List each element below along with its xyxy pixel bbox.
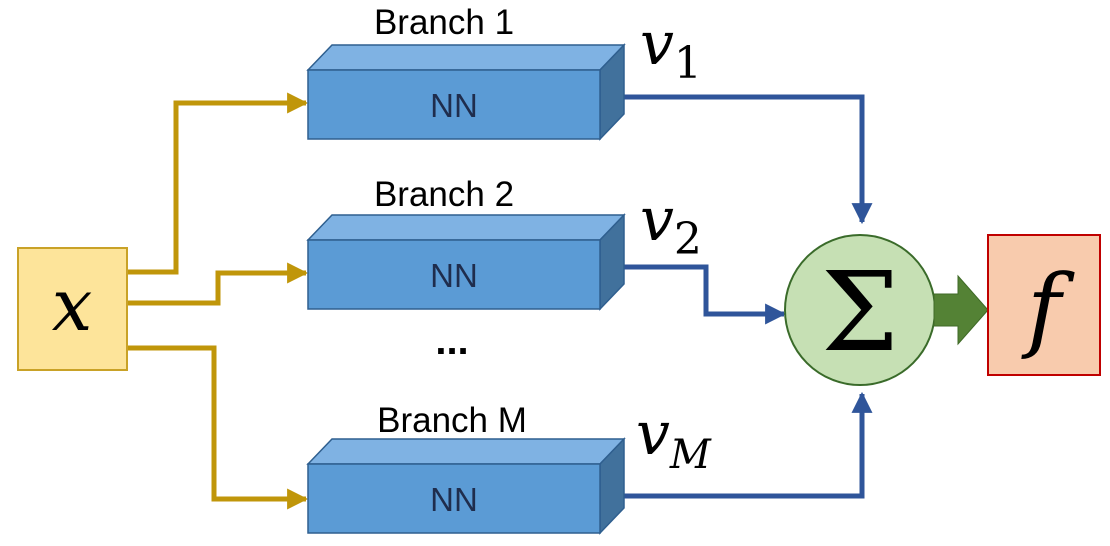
input-label: x [52,263,93,347]
branch-1-block-label: NN [430,87,478,124]
branch-1: Branch 1 NN v1 [306,3,702,141]
branch-m-block-top [306,438,626,465]
branch-output-connectors [620,94,873,499]
arrow-branch-2-to-sum [620,264,787,325]
input-connectors [128,92,309,510]
input-node: x [17,247,128,371]
sum-to-output-arrow [933,274,989,346]
branch-m: Branch M NN vM [306,399,712,535]
branch-2: Branch 2 NN v2 [306,175,702,311]
branch-ellipsis: ... [435,319,468,363]
branch-2-block-label: NN [430,257,478,294]
branch-m-title: Branch M [377,401,527,440]
arrow-x-to-branch-2 [128,262,309,306]
branch-m-block-label: NN [430,481,478,518]
branch-1-block-front [307,69,601,140]
branch-m-output-label: vM [636,399,712,478]
arrow-x-to-branch-m [128,345,309,510]
branch-m-block-front [307,463,601,534]
output-box [987,234,1101,376]
branch-1-output-label: v1 [640,9,702,89]
branch-2-block-top [306,214,626,241]
sum-symbol: Σ [821,248,899,376]
branch-1-block-top [306,44,626,71]
branch-2-output-label: v2 [640,185,702,265]
sum-node: Σ [784,234,936,386]
arrow-x-to-branch-1 [128,92,309,275]
arrow-branch-1-to-sum [620,94,873,225]
arrow-branch-m-to-sum [620,391,873,499]
output-node: f [987,234,1101,376]
branch-2-title: Branch 2 [374,175,514,214]
branch-1-title: Branch 1 [374,3,514,42]
branch-2-block-front [307,239,601,310]
input-box [17,247,128,371]
